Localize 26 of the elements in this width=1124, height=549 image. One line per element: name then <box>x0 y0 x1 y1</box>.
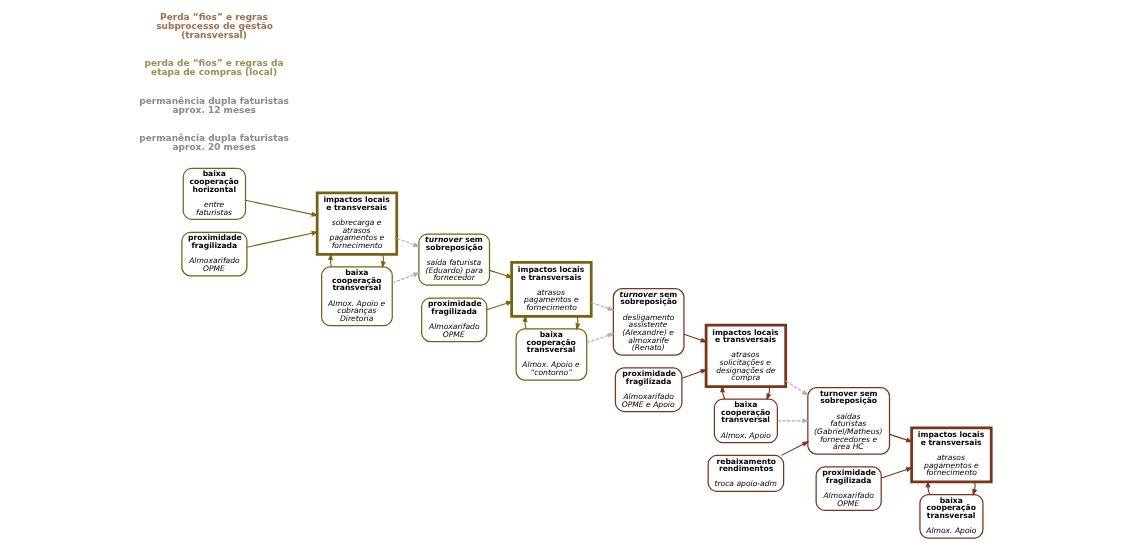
arrow <box>719 385 725 400</box>
arrow <box>244 199 319 217</box>
arrow <box>681 369 708 379</box>
arrow <box>485 301 513 311</box>
arrow <box>924 480 930 496</box>
arrow <box>395 237 420 248</box>
arrow <box>488 269 513 278</box>
arrow <box>880 467 913 479</box>
arrow <box>521 314 527 330</box>
arrow <box>380 254 386 269</box>
arrow <box>765 386 771 401</box>
arrow <box>784 380 809 396</box>
arrow <box>971 481 977 497</box>
arrow <box>590 302 615 311</box>
label: perda de “fios” e regras da etapa de compras (local) <box>144 58 283 78</box>
arrow <box>245 230 319 248</box>
arrow <box>391 272 420 284</box>
arrow <box>780 440 809 456</box>
label: permanência dupla faturistas aprox. 12 meses <box>138 95 289 115</box>
label: Perda “fios” e regras subprocesso de gestão (transversal) <box>155 12 273 41</box>
arrow <box>682 333 708 343</box>
arrow <box>327 252 333 268</box>
arrow <box>776 418 809 424</box>
label: permanência dupla faturistas aprox. 20 meses <box>138 132 289 152</box>
arrow <box>585 333 615 344</box>
arrow <box>888 433 913 443</box>
